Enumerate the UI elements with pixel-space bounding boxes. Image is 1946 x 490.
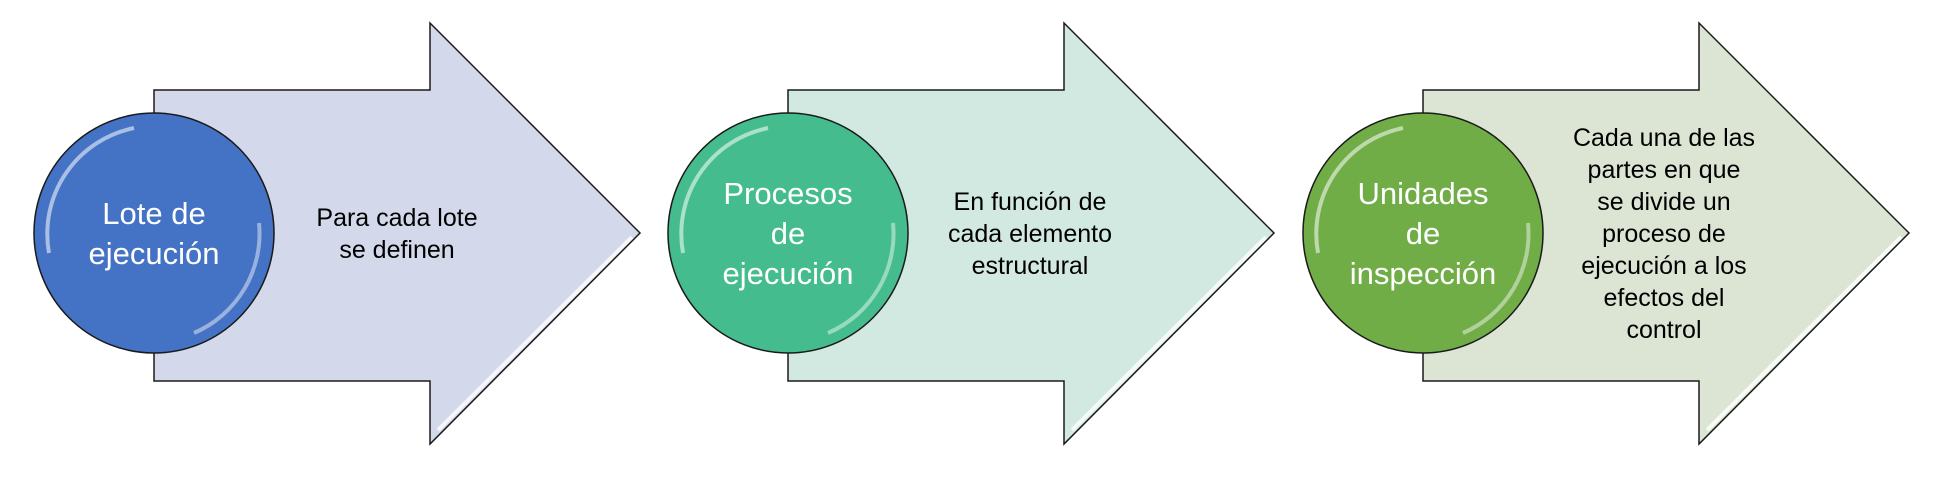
process-step-3: Unidades de inspección Cada una de las parte…: [1302, 21, 1911, 446]
step-circle: [33, 112, 275, 354]
step-description-line: proceso de: [1602, 220, 1726, 248]
step-title-line: inspección: [1350, 256, 1496, 291]
step-description-line: estructural: [972, 252, 1089, 280]
step-title-line: Lote de: [102, 196, 205, 231]
arrow-highlight: [436, 235, 634, 432]
arrow-shape: [153, 21, 642, 446]
circle-highlight: [1462, 222, 1531, 335]
step-description-line: se divide un: [1597, 188, 1730, 216]
step-title-line: Procesos: [723, 176, 852, 211]
step-description-line: cada elemento: [948, 220, 1112, 248]
circle-highlight: [1314, 126, 1404, 254]
arrow-highlight: [1705, 235, 1903, 432]
arrow-shape: [787, 21, 1276, 446]
process-step-2: Procesos de ejecución En función de cada ele…: [667, 21, 1276, 446]
step-title-line: de: [771, 216, 805, 251]
step-description-line: Para cada lote: [316, 204, 477, 232]
circle-highlight: [827, 222, 896, 335]
step-description-line: En función de: [954, 188, 1107, 216]
step-circle: [667, 112, 909, 354]
step-description-line: control: [1626, 316, 1701, 344]
arrow-highlight: [1070, 235, 1268, 432]
step-description-line: se definen: [339, 236, 454, 264]
step-circle: [1302, 112, 1544, 354]
step-description-line: partes en que: [1588, 156, 1741, 184]
step-description-line: ejecución a los: [1581, 252, 1746, 280]
step-title-line: de: [1406, 216, 1440, 251]
arrow-shape: [1422, 21, 1911, 446]
step-title-line: ejecución: [89, 236, 220, 271]
process-step-1: Lote de ejecución Para cada lote se definen: [33, 21, 642, 446]
step-description-line: efectos del: [1604, 284, 1725, 312]
circle-highlight: [679, 126, 769, 254]
step-title-line: Unidades: [1358, 176, 1489, 211]
circle-highlight: [45, 126, 135, 254]
circle-highlight: [193, 222, 262, 335]
step-title-line: ejecución: [723, 256, 854, 291]
step-description-line: Cada una de las: [1573, 124, 1755, 152]
